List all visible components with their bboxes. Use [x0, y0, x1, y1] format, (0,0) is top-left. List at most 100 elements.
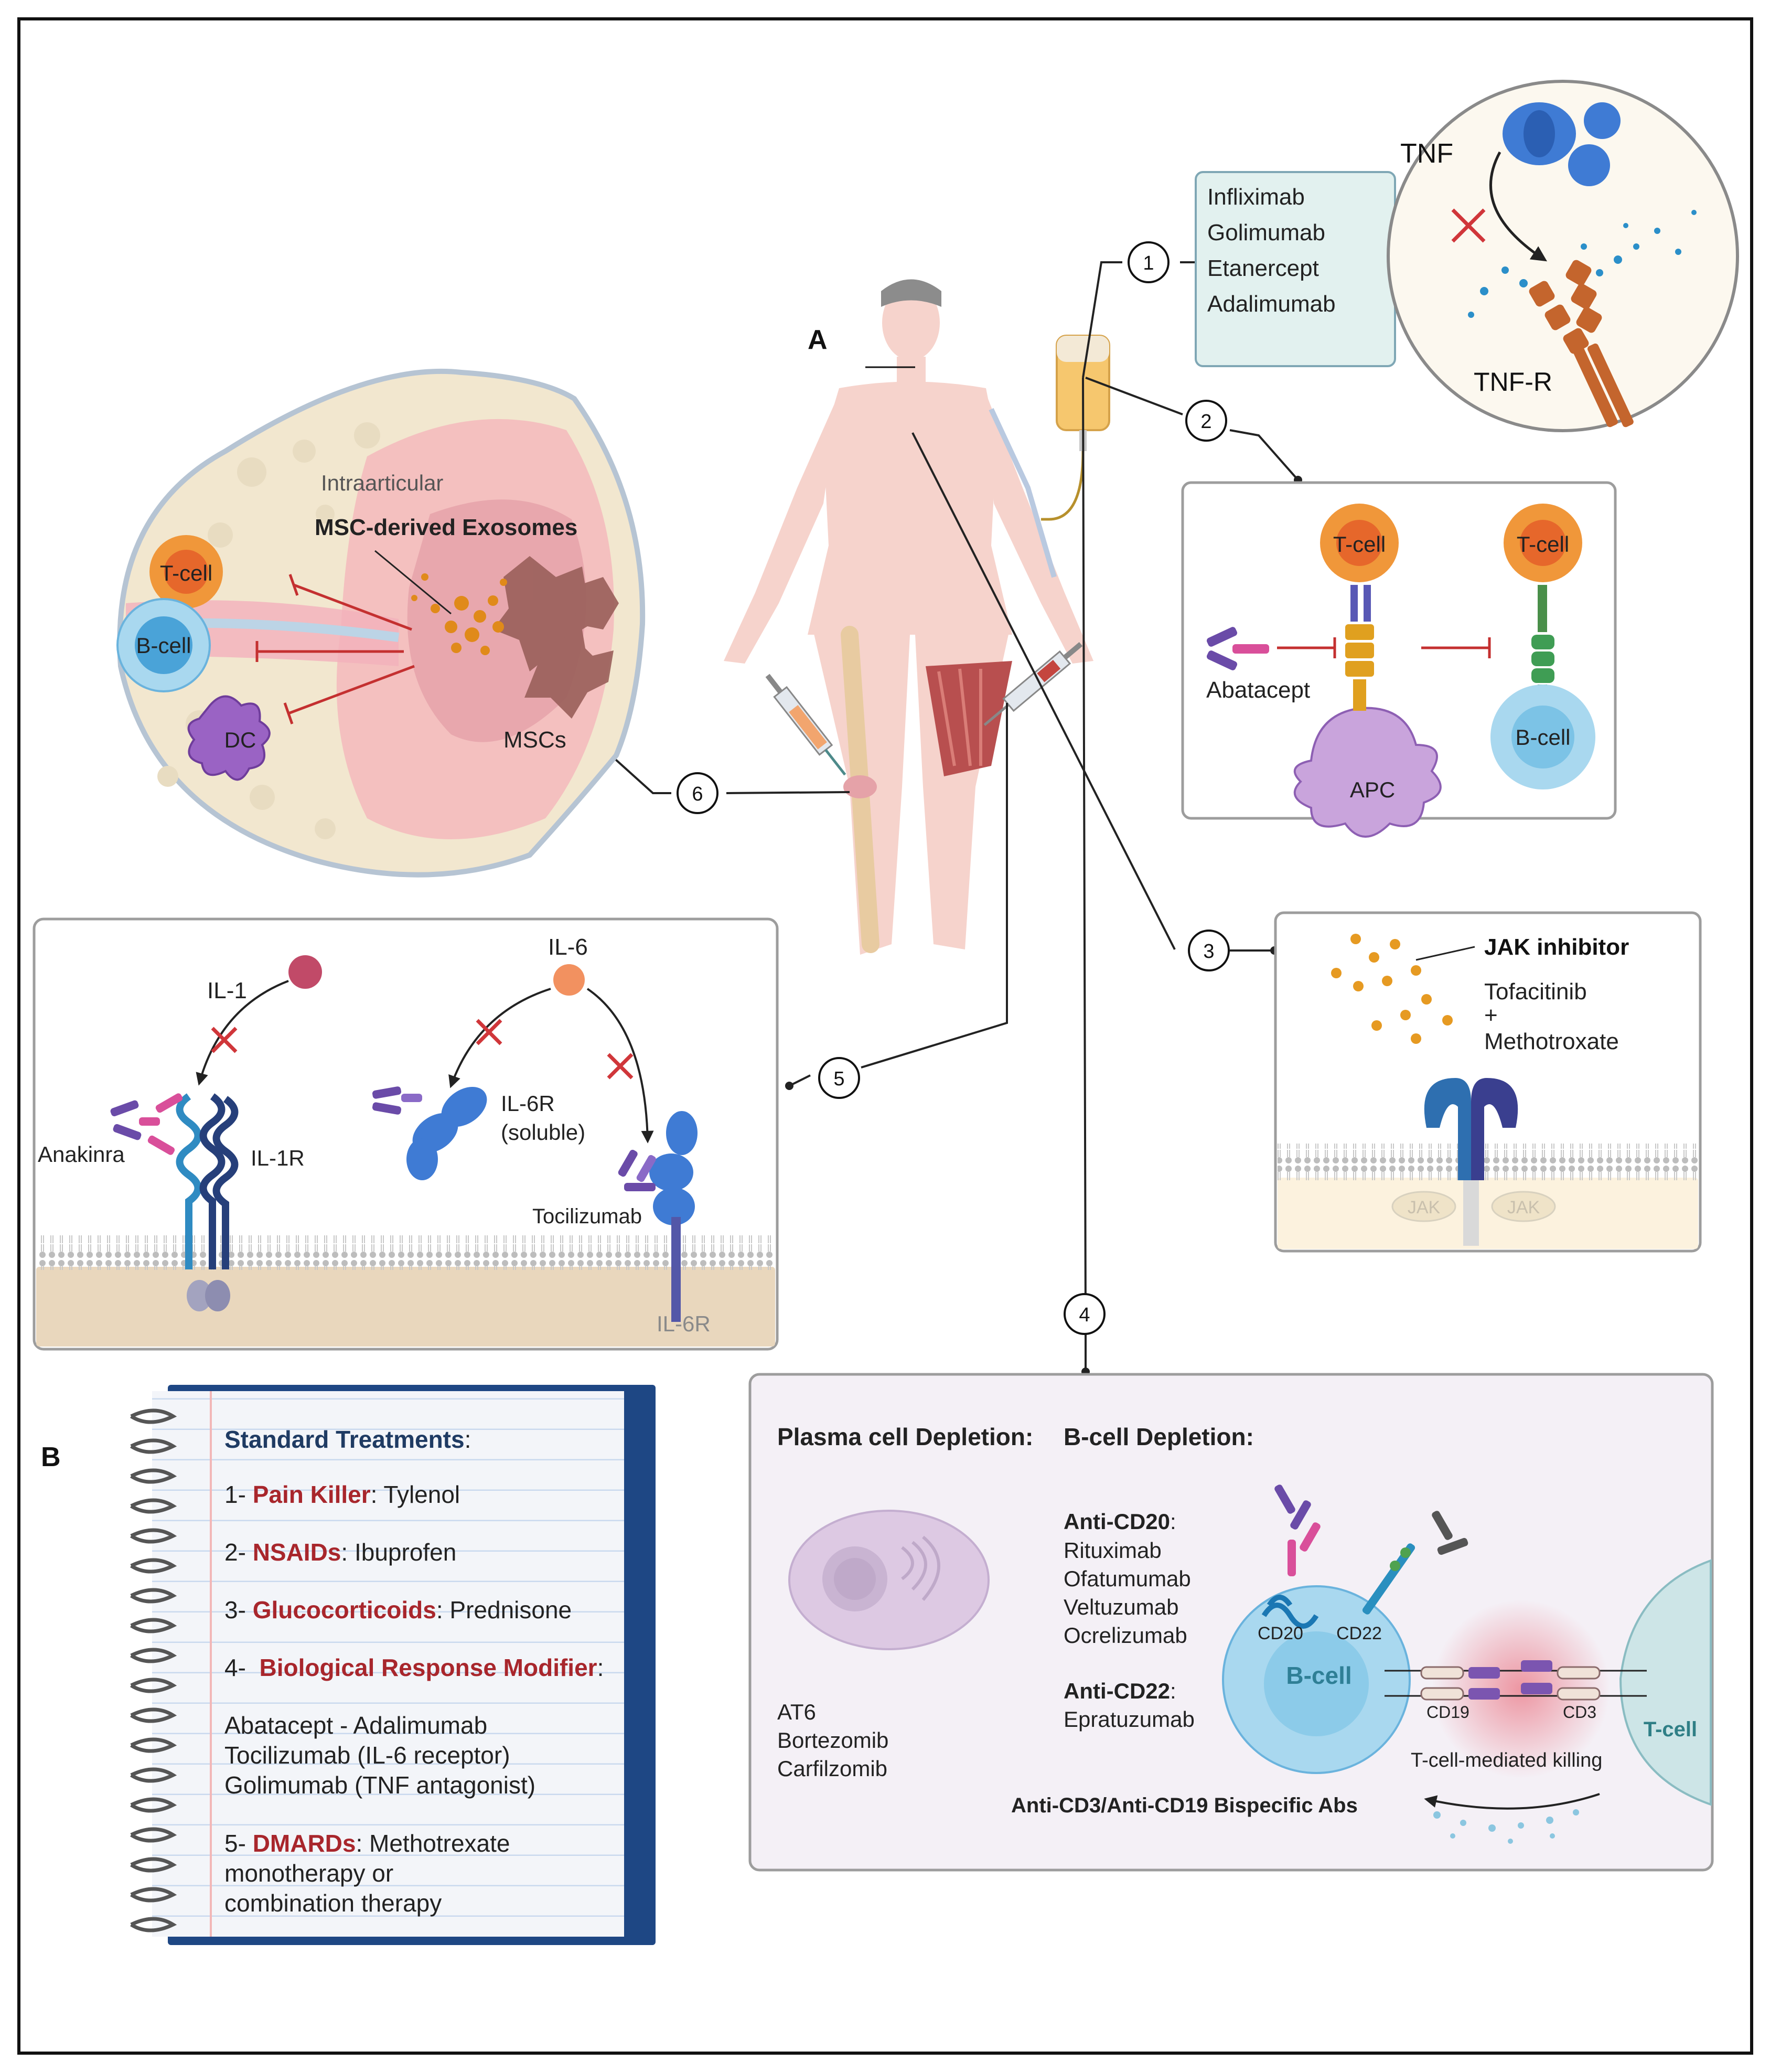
tnf-drug-2: Golimumab	[1207, 220, 1325, 245]
notebook-item-2: 2- NSAIDs: Ibuprofen	[224, 1539, 456, 1566]
cd20-drug-1: Rituximab	[1064, 1538, 1162, 1563]
notebook-item-5: 5- DMARDs: Methotrexate	[224, 1830, 510, 1857]
svg-text:1: 1	[1143, 252, 1154, 274]
notebook-ring	[130, 1797, 177, 1813]
il1-molecule	[288, 955, 322, 989]
tnf-receptor-label: TNF-R	[1474, 367, 1552, 397]
notebook-rings	[130, 1408, 177, 1932]
cd20-receptor	[1261, 1595, 1319, 1629]
il1-receptor	[176, 1093, 239, 1269]
notebook-ring	[130, 1468, 177, 1484]
anakinra-antibody	[110, 1093, 183, 1155]
svg-text:JAK: JAK	[1507, 1198, 1540, 1217]
bispecific-engager	[1385, 1660, 1647, 1701]
svg-text:T-cell: T-cell	[1333, 532, 1386, 557]
marker-4: 4	[1064, 1293, 1106, 1335]
notebook-item-5-line-1: monotherapy or	[224, 1860, 393, 1887]
abatacept-panel: T-cell T-cell APC Abatacept	[1181, 481, 1617, 838]
il1-label: IL-1	[207, 978, 247, 1003]
bcell-depletion-panel: Plasma cell Depletion: B-cell Depletion:…	[748, 1373, 1714, 1872]
notebook-ring	[130, 1618, 177, 1633]
svg-text:JAK: JAK	[1408, 1198, 1441, 1217]
il6r-soluble-label-1: IL-6R	[501, 1091, 555, 1116]
notebook-ring	[130, 1857, 177, 1873]
marker-6: 6	[677, 772, 718, 814]
plasma-drug-2: Bortezomib	[777, 1728, 888, 1753]
panel-a-label: A	[808, 325, 828, 355]
notebook-ring	[130, 1498, 177, 1514]
tnf-binding-arrow	[1489, 151, 1548, 262]
plasma-drug-1: AT6	[777, 1700, 816, 1724]
tocilizumab-antibody	[618, 1149, 656, 1191]
tnf-drug-3: Etanercept	[1207, 255, 1319, 281]
killing-label: T-cell-mediated killing	[1411, 1749, 1602, 1771]
iv-bag	[1041, 335, 1110, 521]
svg-text:2: 2	[1200, 411, 1211, 433]
panel-b-label: B	[41, 1442, 61, 1472]
plasma-cell	[788, 1510, 990, 1650]
abatacept-antibody	[1206, 627, 1269, 670]
marker-3: 3	[1188, 930, 1230, 971]
msc-mscs-label: MSCs	[503, 727, 566, 753]
notebook-ring	[130, 1558, 177, 1574]
jak-plus: +	[1484, 1002, 1498, 1028]
il6r-membrane-receptor	[649, 1111, 698, 1322]
tnf-drug-1: Infliximab	[1207, 184, 1305, 210]
syringe-knee	[765, 674, 846, 776]
svg-text:T-cell: T-cell	[1517, 532, 1569, 557]
notebook-panel: Standard Treatments: 1- Pain Killer: Tyl…	[130, 1385, 656, 1945]
receptor-stack-apc	[1345, 585, 1374, 711]
svg-text:APC: APC	[1350, 777, 1395, 802]
tnf-block-x	[1451, 208, 1486, 243]
abatacept-label: Abatacept	[1206, 677, 1310, 703]
cd20-label: CD20	[1258, 1624, 1303, 1643]
il6r-antibody-soluble	[372, 1086, 422, 1115]
svg-text:5: 5	[833, 1068, 844, 1090]
exosome-cluster	[411, 573, 507, 655]
plasma-drug-3: Carfilzomib	[777, 1756, 887, 1781]
outer-frame	[17, 17, 1753, 2055]
notebook-ring	[130, 1438, 177, 1454]
cd20-drug-2: Ofatumumab	[1064, 1566, 1191, 1591]
anti-cd22-heading: Anti-CD22:	[1064, 1679, 1176, 1703]
svg-text:T-cell: T-cell	[160, 561, 212, 585]
svg-text:3: 3	[1203, 941, 1214, 963]
notebook-item-3: 3- Glucocorticoids: Prednisone	[224, 1596, 572, 1624]
il1r-label: IL-1R	[251, 1146, 305, 1170]
svg-text:B-cell: B-cell	[1286, 1662, 1351, 1689]
svg-text:B-cell: B-cell	[136, 633, 191, 658]
il6r-soluble-label-2: (soluble)	[501, 1120, 585, 1145]
syringe-thigh	[983, 642, 1083, 726]
jak-drug-2: Methotroxate	[1484, 1029, 1619, 1054]
il6r-label: IL-6R	[657, 1311, 711, 1336]
anakinra-label: Anakinra	[38, 1142, 125, 1167]
il6-label: IL-6	[548, 934, 588, 960]
notebook-title: Standard Treatments:	[224, 1426, 471, 1453]
tnf-label: TNF	[1400, 138, 1453, 169]
notebook-ring	[130, 1827, 177, 1843]
notebook-bio-line-2: Tocilizumab (IL-6 receptor)	[224, 1742, 510, 1769]
cd22-antibody-complex	[1362, 1511, 1468, 1615]
svg-text:6: 6	[692, 783, 703, 805]
tnf-particles	[1468, 210, 1697, 318]
notebook-ring	[130, 1917, 177, 1932]
msc-title: MSC-derived Exosomes	[315, 515, 577, 540]
killing-particles	[1433, 1809, 1579, 1844]
tocilizumab-label: Tocilizumab	[532, 1205, 642, 1228]
bispecific-label: Anti-CD3/Anti-CD19 Bispecific Abs	[1011, 1794, 1358, 1817]
jak-title: JAK inhibitor	[1484, 934, 1629, 960]
anti-cd20-heading: Anti-CD20:	[1064, 1509, 1176, 1534]
cd19-label: CD19	[1426, 1703, 1469, 1722]
msc-route: Intraarticular	[321, 471, 443, 495]
msc-cells	[493, 556, 619, 719]
notebook-ring	[130, 1678, 177, 1693]
cd20-antibody	[1274, 1484, 1321, 1576]
jak-receptor	[1424, 1078, 1518, 1246]
cd3-label: CD3	[1563, 1703, 1596, 1722]
cd20-drug-3: Veltuzumab	[1064, 1595, 1178, 1619]
notebook-ring	[130, 1528, 177, 1544]
killing-arrow	[1424, 1793, 1600, 1810]
notebook-item-4: 4- Biological Response Modifier:	[224, 1654, 604, 1681]
notebook-item-5-line-2: combination therapy	[224, 1889, 442, 1917]
